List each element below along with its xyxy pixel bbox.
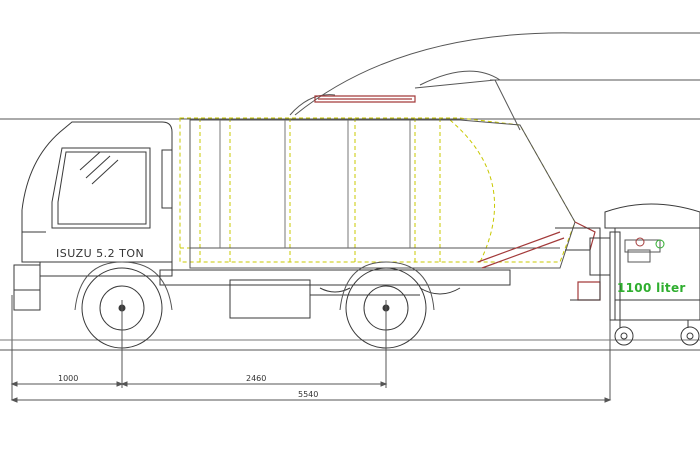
chassis — [159, 269, 511, 319]
bin-capacity-label: 1100 liter — [617, 281, 686, 295]
bin-wheel-left — [614, 326, 634, 346]
reference-frame — [0, 118, 700, 400]
dimension-overall-length: 5540 — [298, 390, 318, 399]
dimension-wheelbase: 2460 — [246, 374, 266, 383]
rear-wheel — [339, 261, 435, 349]
front-wheel — [74, 261, 173, 349]
bin-wheel-right — [680, 326, 700, 346]
dimension-lines — [10, 300, 612, 403]
dimension-front-overhang: 1000 — [58, 374, 78, 383]
refuse-body-frame — [189, 94, 576, 269]
truck-badge: ISUZU 5.2 TON — [56, 247, 144, 260]
tailgate-raised-outline — [294, 32, 700, 131]
truck-cab: ISUZU 5.2 TON — [13, 121, 173, 311]
hydraulics — [314, 95, 601, 301]
refuse-body — [179, 117, 576, 263]
waste-bin: 1100 liter — [604, 203, 700, 346]
